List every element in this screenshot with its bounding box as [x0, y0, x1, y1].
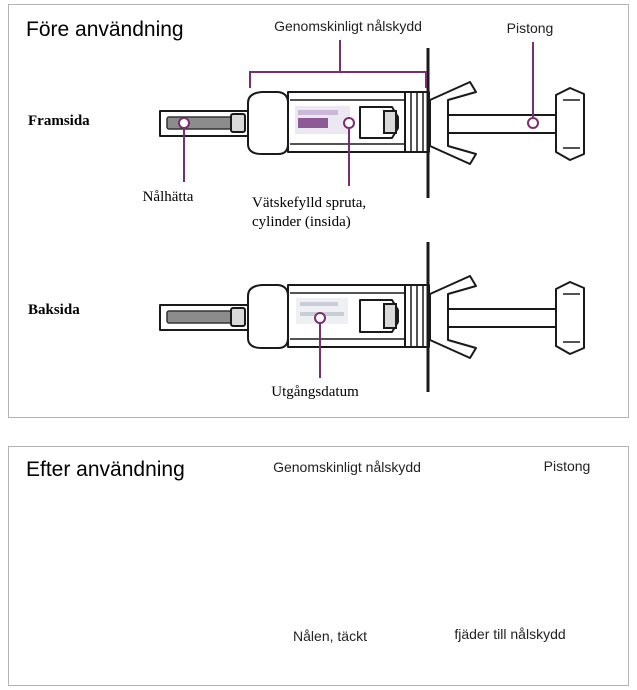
- before-needle-shield-label: Genomskinligt nålskydd: [274, 18, 422, 34]
- syringe-front: [159, 48, 585, 198]
- needle-covered-label: Nålen, täckt: [293, 628, 367, 644]
- after-plunger-label: Pistong: [543, 458, 591, 474]
- barrel-label: Vätskefylld spruta, cylinder (insida): [252, 194, 366, 232]
- barrel-label-line1: Vätskefylld spruta,: [252, 195, 367, 211]
- spring-label: fjäder till nålskydd: [454, 626, 566, 642]
- needle-cap-label: Nålhätta: [142, 189, 194, 205]
- after-use-panel: [8, 446, 629, 686]
- barrel-label-line2: cylinder (insida): [252, 214, 351, 230]
- syringe-back: [159, 242, 585, 392]
- before-heading: Före användning: [26, 18, 184, 41]
- expiry-date-label: Utgångsdatum: [271, 384, 359, 400]
- front-side-label: Framsida: [28, 113, 90, 129]
- back-side-label: Baksida: [28, 302, 80, 318]
- after-needle-shield-label: Genomskinligt nålskydd: [273, 459, 421, 475]
- before-callouts: [178, 40, 539, 378]
- after-heading: Efter användning: [26, 458, 185, 481]
- before-plunger-label: Pistong: [506, 20, 554, 36]
